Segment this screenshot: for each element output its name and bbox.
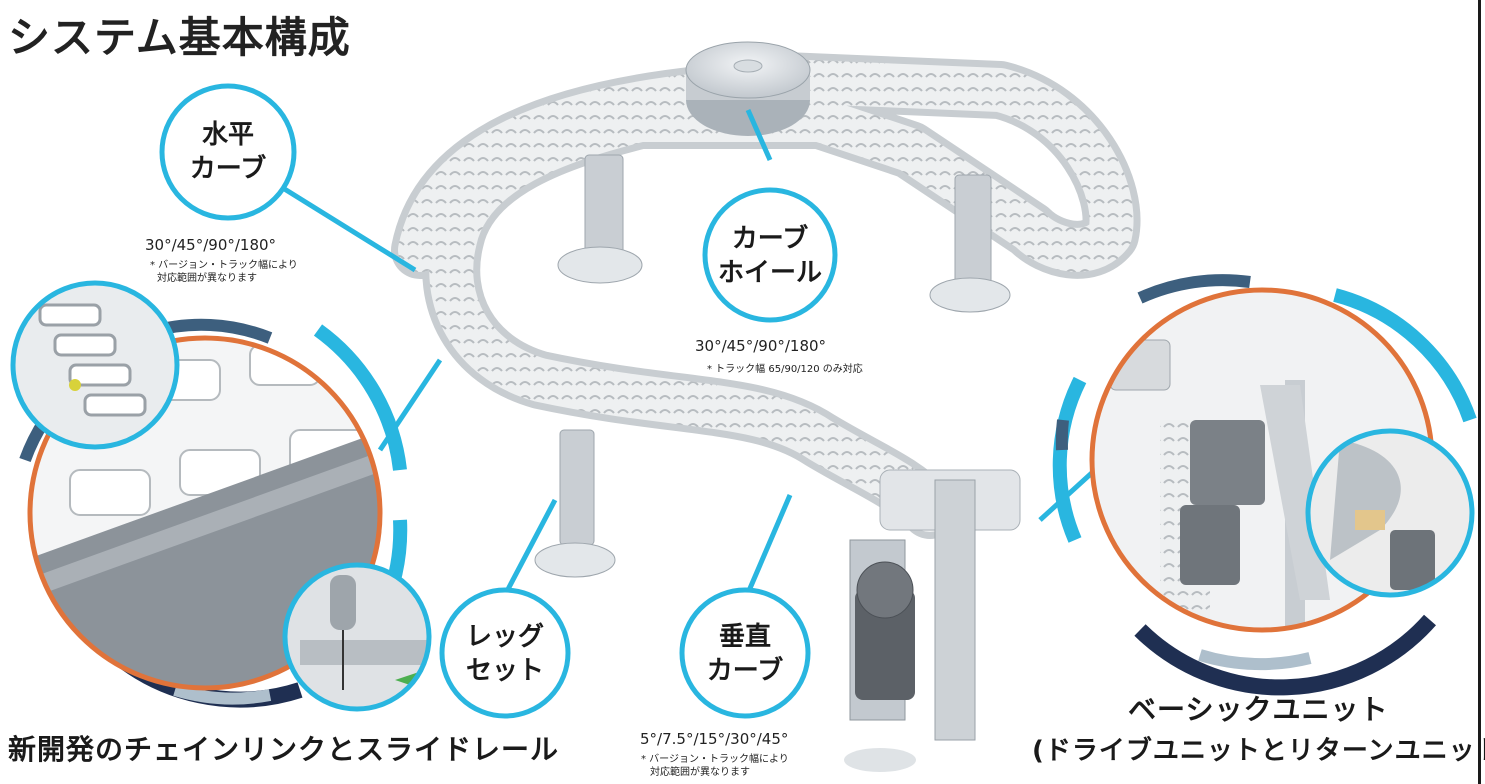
- basic-unit-detail: [1052, 274, 1477, 696]
- legs: [534, 154, 1011, 578]
- horizontal-curve-note-line2: 対応範囲が異なります: [157, 273, 257, 284]
- curve-wheel-note: * トラック幅 65/90/120 のみ対応: [707, 364, 863, 375]
- right-border-rule: [1478, 0, 1481, 784]
- curve-wheel: [685, 41, 811, 136]
- basic-unit-caption: ベーシックユニット: [1128, 693, 1389, 726]
- vertical-curve-label-line1: 垂直: [718, 622, 771, 652]
- drive-unit: [844, 469, 1021, 772]
- horizontal-curve-label-line1: 水平: [201, 120, 254, 150]
- horizontal-curve-spec: 30°/45°/90°/180°: [145, 236, 277, 254]
- page-title: システム基本構成: [8, 13, 351, 62]
- basic-unit-subcaption: (ドライブユニットとリターンユニット): [1032, 736, 1485, 766]
- callout-bubbles: [159, 83, 838, 719]
- vertical-curve-label-line2: カーブ: [706, 656, 784, 686]
- chain-link-caption: 新開発のチェインリンクとスライドレール: [8, 733, 560, 766]
- vertical-curve-label: 垂直 カーブ: [685, 620, 805, 688]
- leg-set-label-line2: セット: [465, 656, 544, 686]
- chain-closeup-detail: [10, 280, 180, 450]
- slide-rail-detail: [282, 562, 432, 712]
- vertical-curve-spec: 5°/7.5°/15°/30°/45°: [640, 730, 789, 748]
- curve-wheel-label: カーブ ホイール: [705, 222, 835, 290]
- horizontal-curve-label-line2: カーブ: [189, 154, 267, 184]
- leg-set-label-line1: レッグ: [465, 622, 544, 652]
- horizontal-curve-label: 水平 カーブ: [168, 118, 288, 186]
- horizontal-curve-note-line1: * バージョン・トラック幅により: [150, 260, 298, 271]
- curve-wheel-label-line1: カーブ: [731, 224, 809, 254]
- leg-set-label: レッグ セット: [445, 620, 565, 688]
- curve-wheel-label-line2: ホイール: [717, 258, 822, 288]
- vertical-curve-note-line1: * バージョン・トラック幅により: [641, 754, 789, 765]
- vertical-curve-note-line2: 対応範囲が異なります: [650, 767, 750, 778]
- curve-wheel-spec: 30°/45°/90°/180°: [695, 337, 827, 355]
